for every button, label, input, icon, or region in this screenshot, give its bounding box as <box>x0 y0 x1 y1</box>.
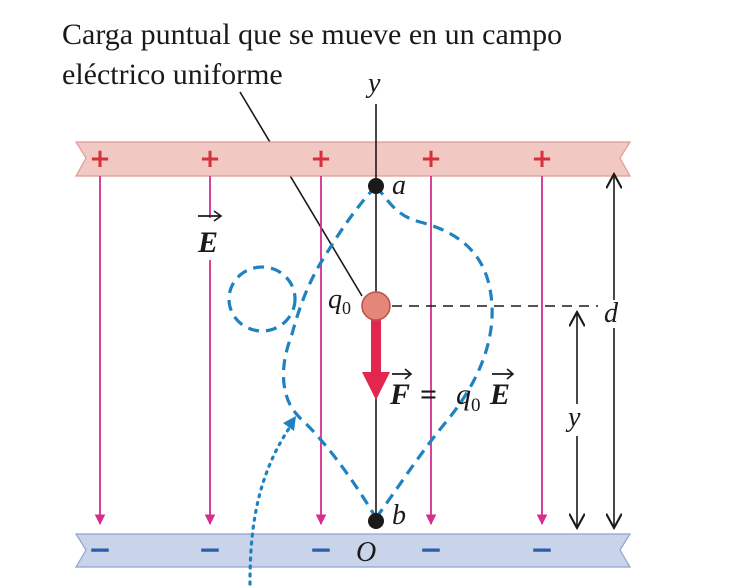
force-charge: q0 <box>456 378 481 416</box>
force-symbol: F <box>389 378 410 411</box>
plus-sign: + <box>420 144 442 174</box>
vector-arrow-icon <box>404 368 413 380</box>
plus-sign: + <box>199 144 221 174</box>
negative-charge-signs: − − − − − <box>88 533 553 566</box>
distance-d-label: d <box>604 298 619 329</box>
point-a-label: a <box>392 170 406 201</box>
plus-sign: + <box>531 144 553 174</box>
point-b-dot <box>368 513 384 529</box>
force-equation: F = q0 E <box>389 368 515 416</box>
vector-arrow-icon <box>506 368 515 380</box>
caption-line-1: Carga puntual que se mueve en un campo <box>62 18 562 51</box>
caption-line-2: eléctrico uniforme <box>62 58 283 91</box>
plus-sign: + <box>310 144 332 174</box>
field-lines <box>94 176 548 526</box>
dotted-arrow-head-icon <box>283 416 296 431</box>
distance-y-label: y <box>565 402 581 433</box>
origin-label: O <box>356 537 376 568</box>
force-arrow-head-icon <box>362 372 390 400</box>
field-label-backing <box>194 218 226 260</box>
y-axis-label: y <box>365 68 381 99</box>
field-label: E <box>197 226 218 259</box>
vector-arrow-icon <box>213 210 223 222</box>
positive-charge-signs: + + + + + <box>89 144 553 174</box>
dotted-path-pointer <box>248 422 294 586</box>
path-right-dashed <box>374 185 494 519</box>
plus-sign: + <box>89 144 111 174</box>
force-equals: = <box>420 378 437 411</box>
point-a-dot <box>368 178 384 194</box>
minus-sign: − <box>88 533 111 566</box>
minus-sign: − <box>198 533 221 566</box>
charge-label: q0 <box>328 284 351 318</box>
force-arrow-shaft <box>371 318 381 374</box>
point-charge <box>361 291 391 321</box>
force-field-symbol: E <box>489 378 510 411</box>
caption-leader-line <box>239 91 363 297</box>
positive-plate <box>74 141 632 177</box>
minus-sign: − <box>419 533 442 566</box>
point-b-label: b <box>392 500 406 531</box>
path-loop-dashed <box>227 265 297 333</box>
path-left-dashed <box>281 184 378 519</box>
negative-plate <box>74 533 632 568</box>
minus-sign: − <box>309 533 332 566</box>
minus-sign: − <box>530 533 553 566</box>
